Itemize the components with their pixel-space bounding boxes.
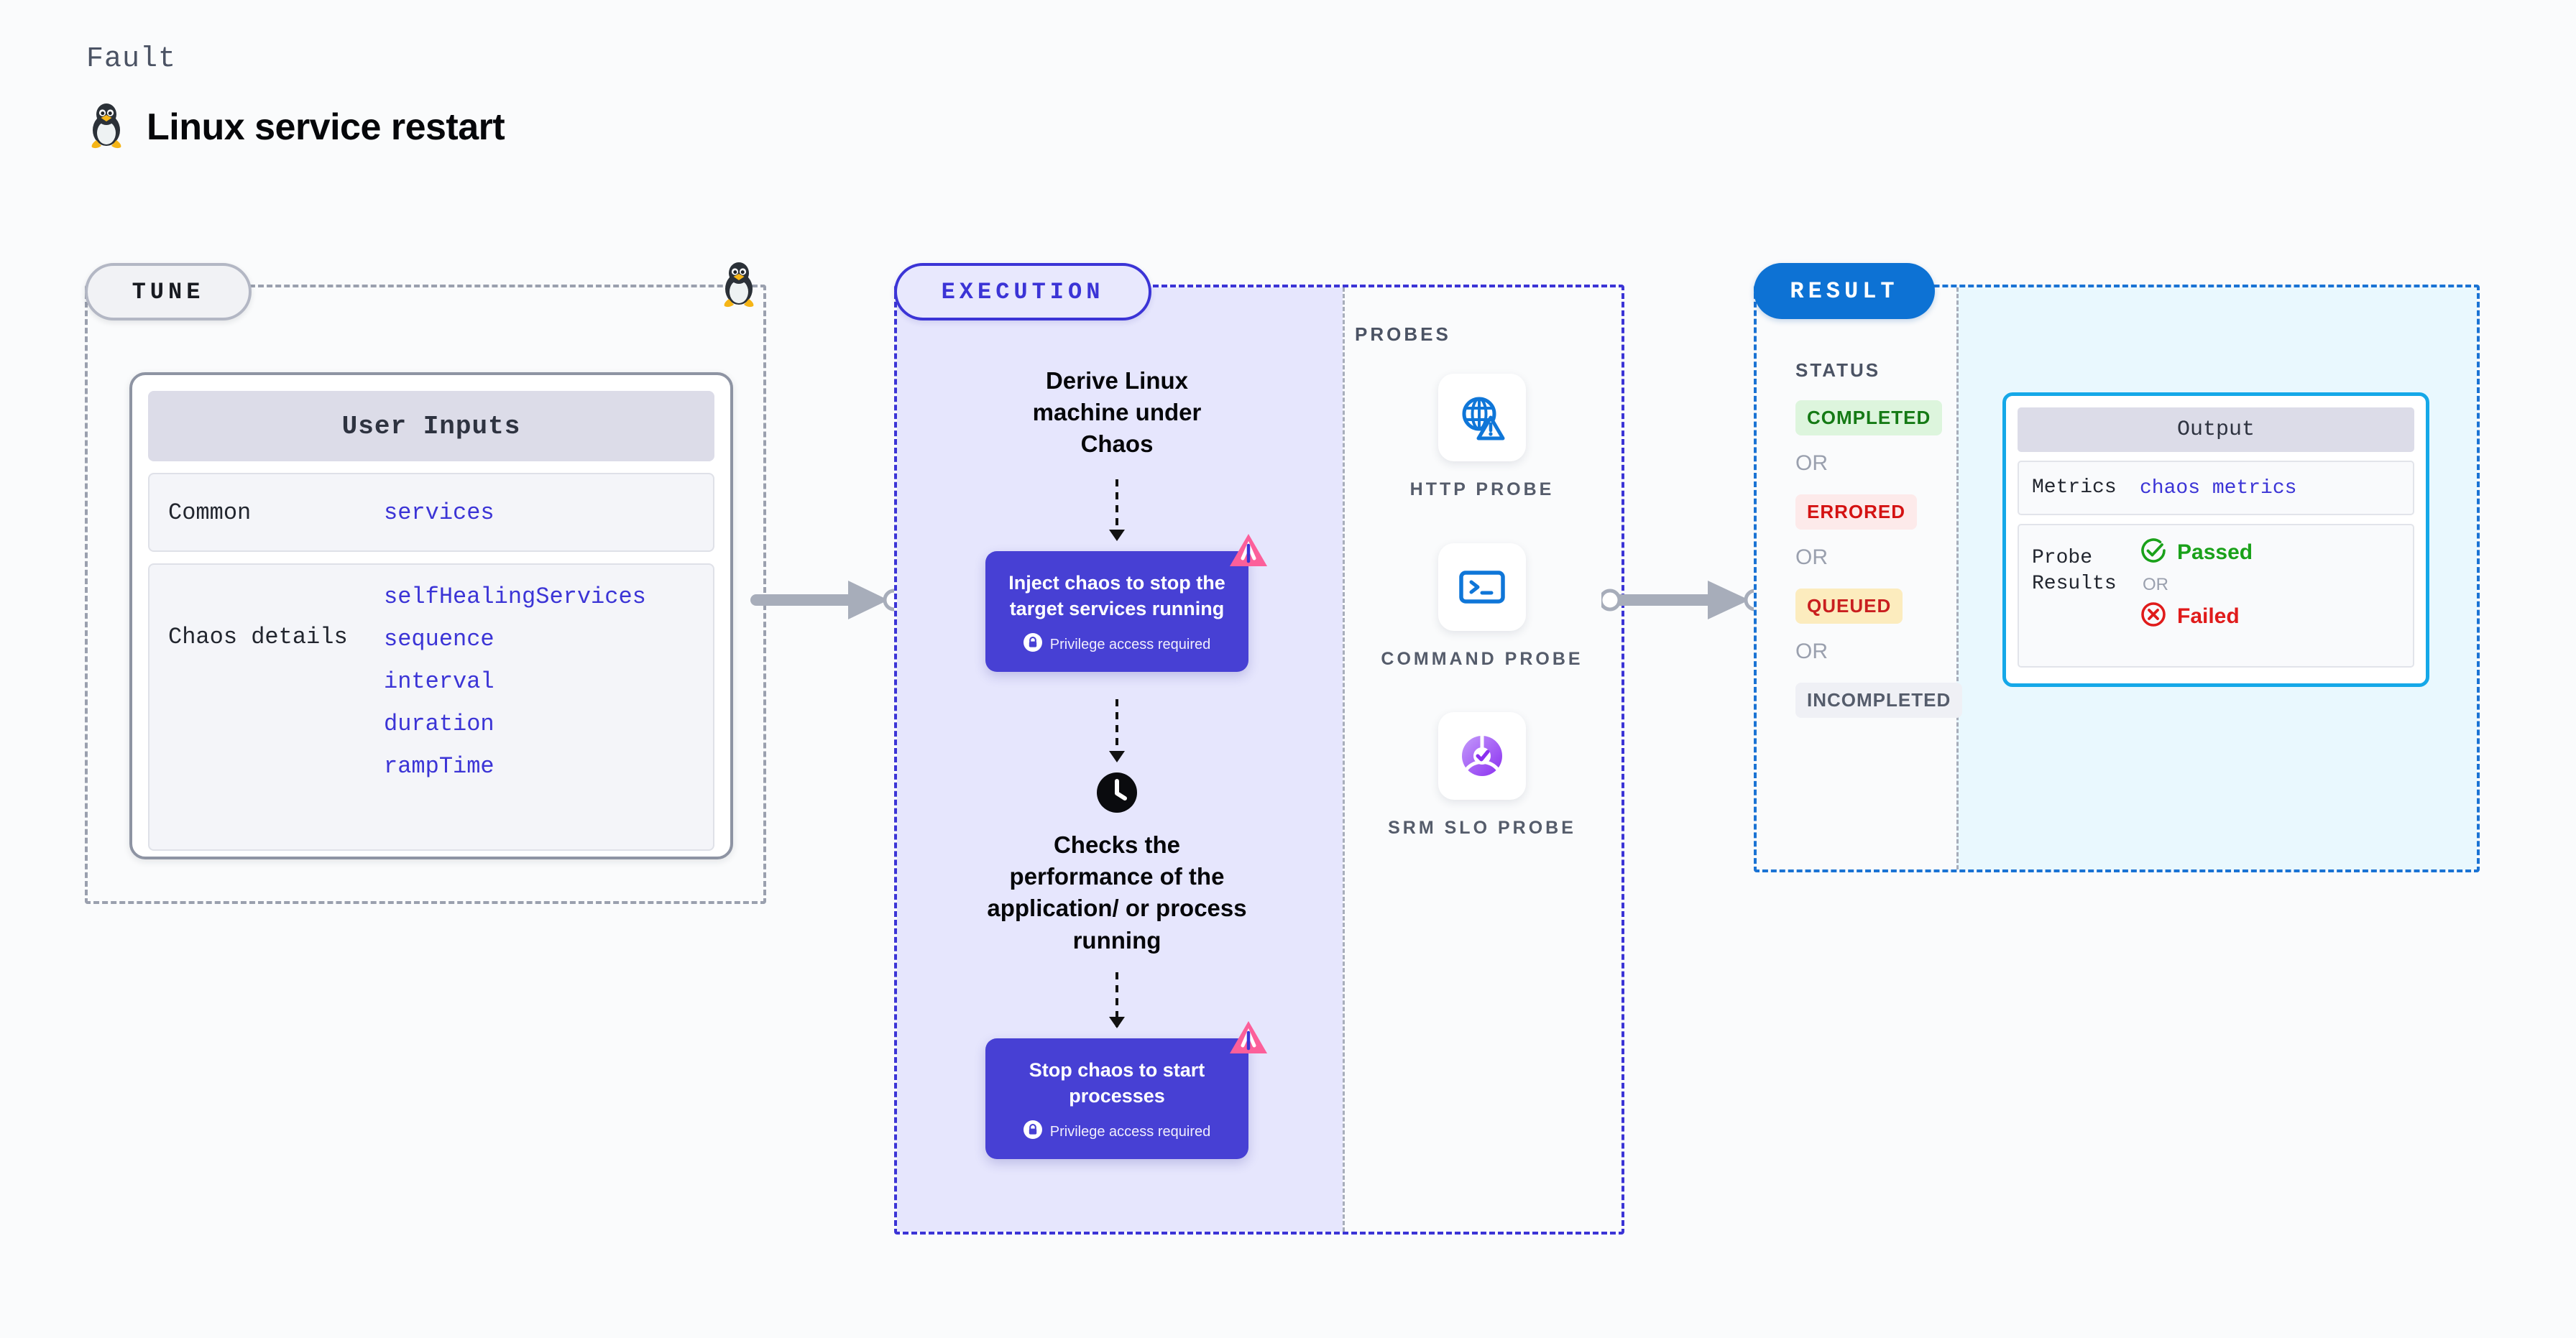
or-label: OR bbox=[1795, 545, 1828, 569]
input-row-chaos-details: Chaos details selfHealingServices sequen… bbox=[148, 563, 714, 851]
title-row: Linux service restart bbox=[86, 101, 505, 152]
connector-tune-to-execution bbox=[750, 581, 906, 619]
or-label: OR bbox=[1795, 640, 1828, 663]
execution-step-1: Derive Linux machine under Chaos bbox=[1032, 367, 1202, 458]
litmus-chaos-icon bbox=[1228, 1020, 1269, 1061]
input-value[interactable]: duration bbox=[384, 711, 494, 737]
probe-label: HTTP PROBE bbox=[1409, 479, 1555, 499]
execution-step-2: Checks the performance of the applicatio… bbox=[987, 831, 1247, 954]
privilege-note-text: Privilege access required bbox=[1049, 636, 1211, 652]
probes-list: HTTP PROBE COMMAND PROBE bbox=[1340, 374, 1624, 841]
input-value[interactable]: selfHealingServices bbox=[384, 583, 646, 610]
fault-eyebrow: Fault bbox=[86, 43, 177, 75]
failed-label: Failed bbox=[2177, 604, 2240, 628]
output-title: Output bbox=[2018, 407, 2414, 452]
input-row-label: Chaos details bbox=[168, 624, 348, 650]
check-circle-icon bbox=[2140, 537, 2167, 568]
probe-item-srm-slo[interactable]: SRM SLO PROBE bbox=[1388, 712, 1576, 841]
result-columns-divider bbox=[1956, 287, 1959, 869]
input-row-common: Common services bbox=[148, 473, 714, 552]
page-title: Linux service restart bbox=[147, 106, 505, 148]
passed-label: Passed bbox=[2177, 540, 2253, 564]
input-value[interactable]: services bbox=[384, 499, 494, 526]
probe-item-http[interactable]: HTTP PROBE bbox=[1410, 374, 1555, 503]
input-row-values: services bbox=[384, 499, 494, 526]
status-badge-errored: ERRORED bbox=[1795, 494, 1918, 530]
input-value[interactable]: rampTime bbox=[384, 753, 494, 780]
execution-card-inject-chaos[interactable]: Inject chaos to stop the target services… bbox=[985, 533, 1267, 672]
input-row-label: Common bbox=[168, 499, 252, 526]
output-row-label: Metrics bbox=[2032, 476, 2117, 499]
input-value[interactable]: interval bbox=[384, 668, 494, 695]
input-value[interactable]: sequence bbox=[384, 626, 494, 652]
or-label: OR bbox=[2143, 575, 2168, 594]
privilege-note-text: Privilege access required bbox=[1049, 1123, 1211, 1140]
output-row-probe-results: Probe Results Passed OR bbox=[2018, 524, 2414, 668]
tune-stage-badge: TUNE bbox=[85, 263, 252, 320]
probe-result-values: Passed OR Failed bbox=[2140, 537, 2253, 655]
status-badge-completed: COMPLETED bbox=[1795, 400, 1943, 435]
status-title: STATUS bbox=[1795, 359, 1881, 381]
result-status-column: STATUS COMPLETED OR ERRORED OR QUEUED OR… bbox=[1795, 359, 1968, 718]
flow-arrow-1 bbox=[1116, 479, 1118, 540]
input-row-values: selfHealingServices sequence interval du… bbox=[384, 583, 646, 831]
output-card: Output Metrics chaos metrics Probe Resul… bbox=[2002, 392, 2429, 687]
privilege-note: Privilege access required bbox=[1001, 633, 1233, 656]
probe-item-command[interactable]: COMMAND PROBE bbox=[1381, 543, 1583, 673]
output-row-metrics: Metrics chaos metrics bbox=[2018, 461, 2414, 515]
card-title: Stop chaos to start processes bbox=[1029, 1058, 1205, 1107]
probe-label: COMMAND PROBE bbox=[1381, 648, 1583, 669]
or-label: OR bbox=[1795, 451, 1828, 475]
clock-icon bbox=[1095, 771, 1138, 818]
execution-flow: Derive Linux machine under Chaos Inject … bbox=[894, 285, 1340, 1235]
probes-section-label: PROBES bbox=[1355, 323, 1451, 345]
lock-icon bbox=[1023, 633, 1042, 656]
execution-stage-badge: EXECUTION bbox=[894, 263, 1151, 320]
status-badge-queued: QUEUED bbox=[1795, 589, 1903, 624]
card-title: Inject chaos to stop the target services… bbox=[1008, 571, 1225, 619]
litmus-chaos-icon bbox=[1228, 532, 1269, 573]
lock-icon bbox=[1023, 1120, 1042, 1143]
flow-arrow-3 bbox=[1116, 972, 1118, 1027]
connector-execution-to-result bbox=[1601, 581, 1767, 619]
linux-penguin-border-icon bbox=[719, 260, 759, 311]
user-inputs-title: User Inputs bbox=[148, 391, 714, 461]
privilege-note: Privilege access required bbox=[1001, 1120, 1233, 1143]
probe-result-failed: Failed bbox=[2140, 601, 2253, 632]
status-badge-incompleted: INCOMPLETED bbox=[1795, 683, 1963, 718]
execution-card-stop-chaos[interactable]: Stop chaos to start processes Privilege … bbox=[985, 1020, 1267, 1160]
page-header: Fault Linux service restart bbox=[86, 43, 505, 152]
terminal-icon bbox=[1438, 543, 1526, 631]
slo-donut-check-icon bbox=[1438, 712, 1526, 800]
linux-penguin-icon bbox=[86, 101, 126, 152]
output-metrics-value[interactable]: chaos metrics bbox=[2140, 476, 2297, 499]
probe-result-passed: Passed bbox=[2140, 537, 2253, 568]
probe-label: SRM SLO PROBE bbox=[1388, 818, 1576, 838]
execution-probes-divider bbox=[1343, 287, 1345, 1232]
result-stage-badge: RESULT bbox=[1754, 263, 1935, 319]
user-inputs-card: User Inputs Common services Chaos detail… bbox=[129, 372, 733, 859]
flow-arrow-2 bbox=[1116, 699, 1118, 761]
x-circle-icon bbox=[2140, 601, 2167, 632]
output-row-label: Probe Results bbox=[2032, 547, 2117, 596]
globe-warning-icon bbox=[1438, 374, 1526, 461]
